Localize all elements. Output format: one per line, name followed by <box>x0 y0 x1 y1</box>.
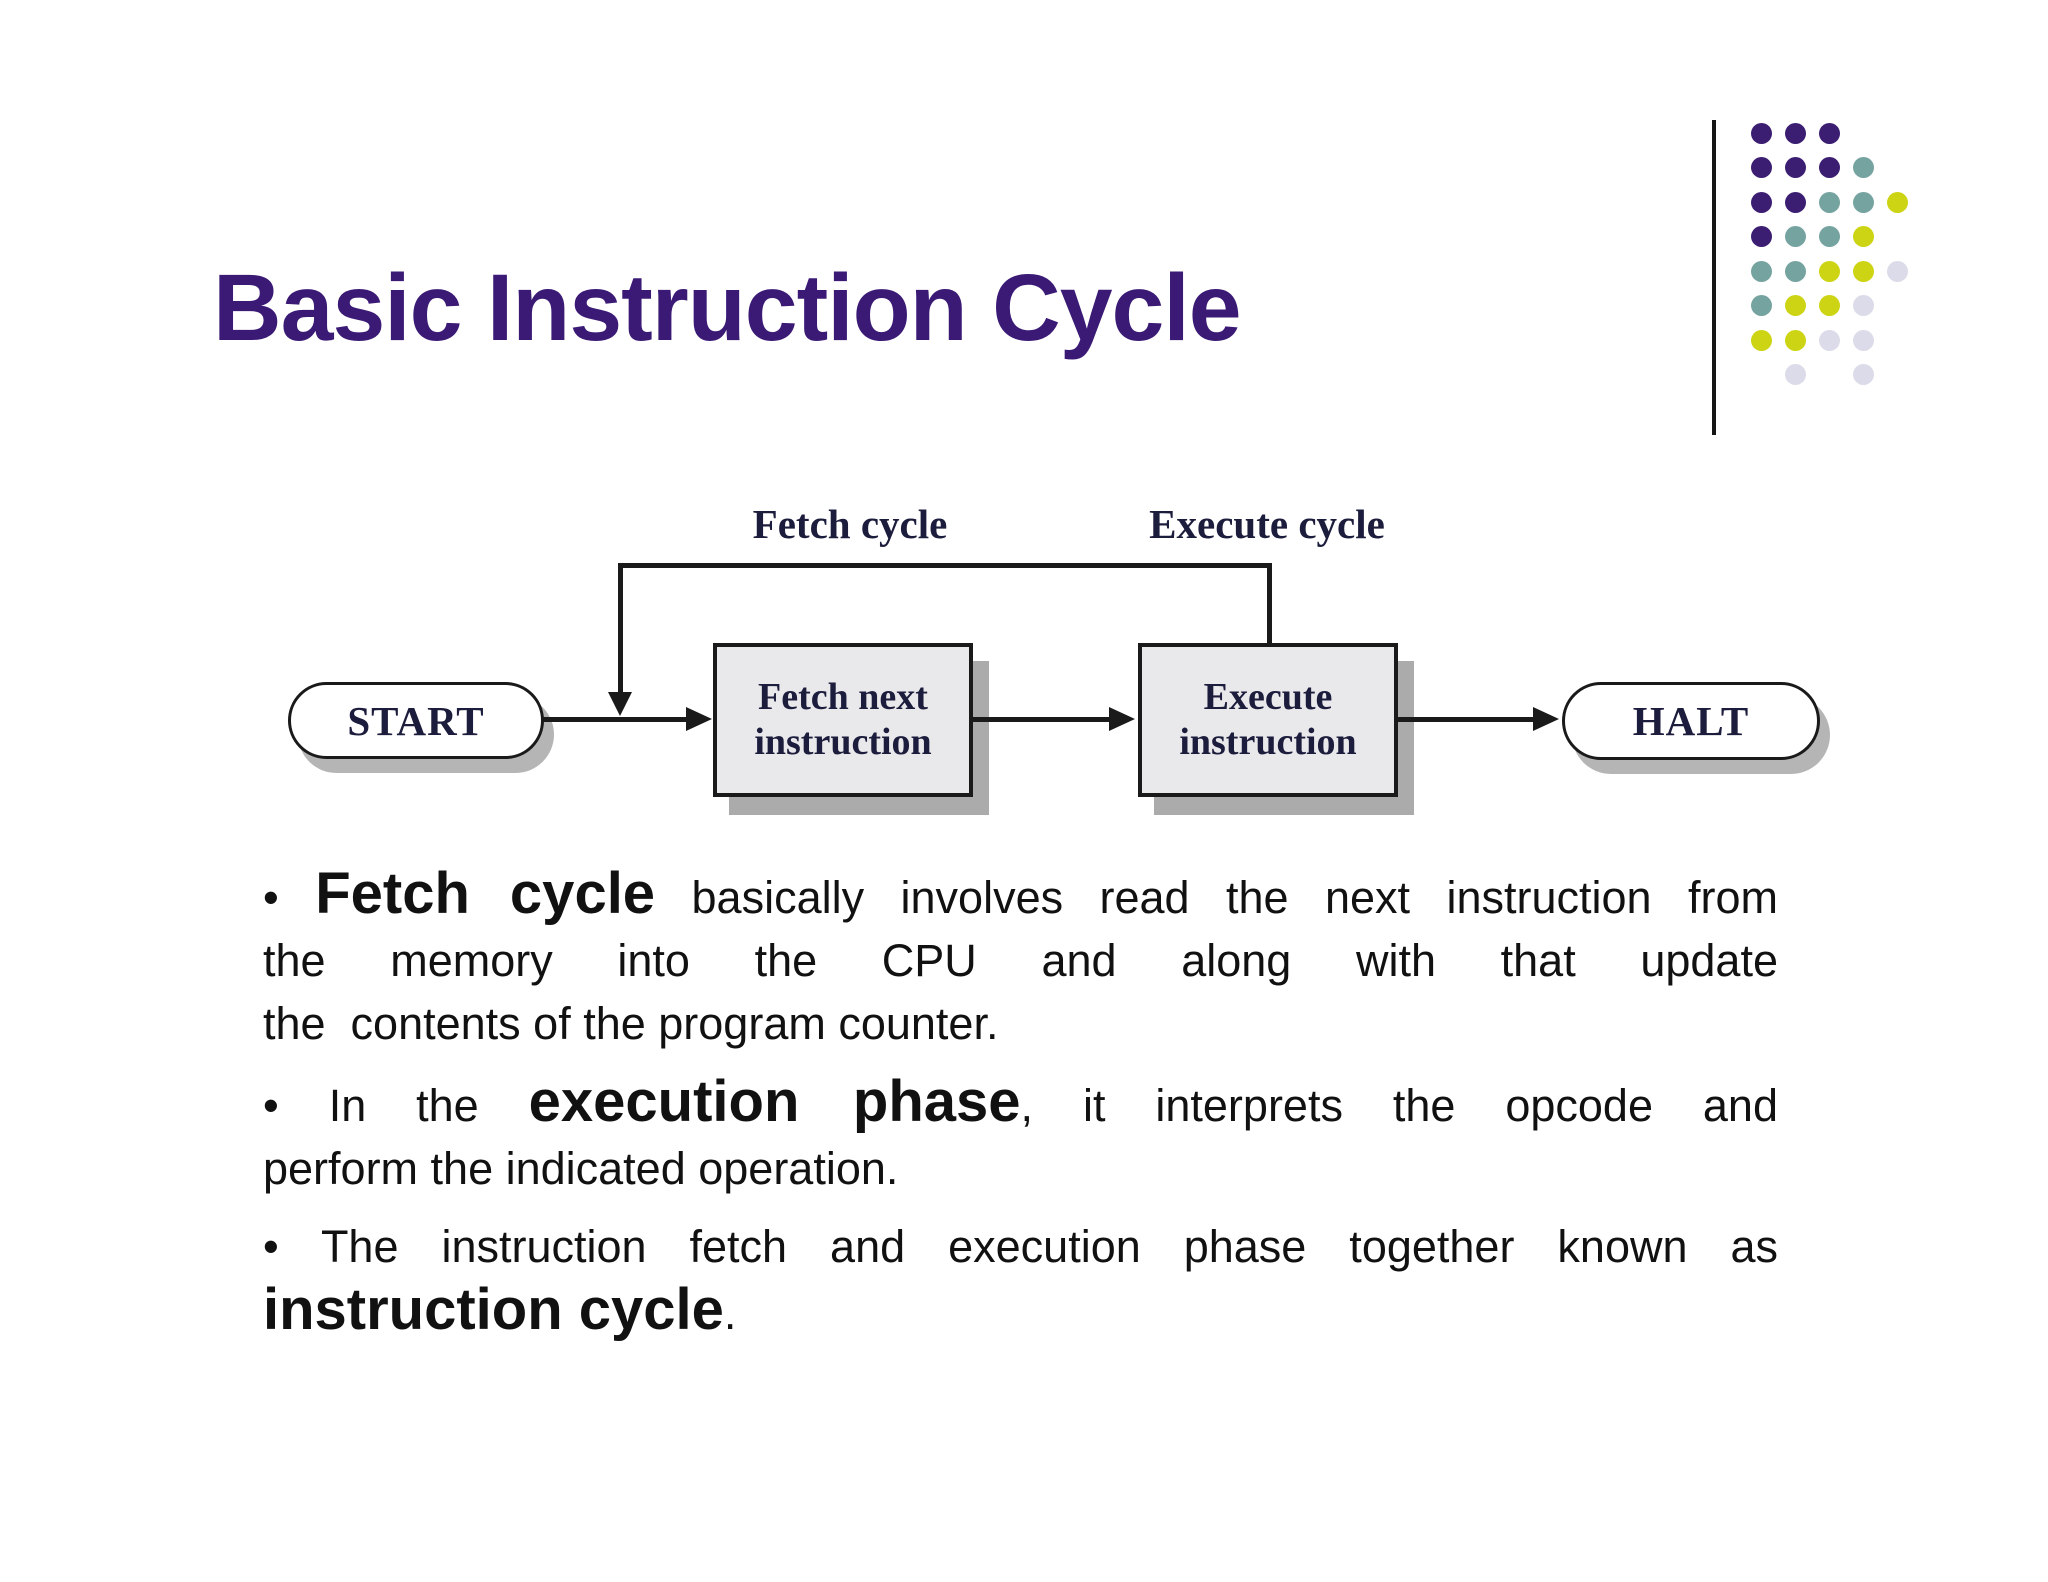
text-run: the contents of the program counter. <box>263 998 999 1049</box>
text-line: instruction cycle. <box>263 1278 1778 1345</box>
feedback-line-top <box>618 563 1272 568</box>
bullet-marker: • <box>263 1080 279 1131</box>
decor-dot <box>1852 295 1874 316</box>
halt-node-label: HALT <box>1632 698 1750 744</box>
decor-dot <box>1852 260 1874 282</box>
text-line: the contents of the program counter. <box>263 992 1778 1055</box>
decor-dot <box>1784 226 1806 247</box>
text-line: the memory into the CPU and along with t… <box>263 929 1778 992</box>
decor-dot <box>1852 191 1874 213</box>
decor-dot <box>1750 157 1772 178</box>
decor-dot <box>1750 295 1772 316</box>
text-line: perform the indicated operation. <box>263 1137 1778 1200</box>
fetch-box-line1: Fetch next <box>758 676 928 718</box>
text-run: . <box>723 1288 737 1339</box>
text-run: basically involves read the next instruc… <box>691 872 1778 923</box>
decor-dot <box>1784 157 1806 178</box>
text-line: • The instruction fetch and execution ph… <box>263 1215 1778 1278</box>
decor-dot <box>1750 329 1772 351</box>
decor-dot <box>1784 329 1806 351</box>
arrow-fetch-to-execute-line <box>973 717 1111 722</box>
term-instruction-cycle: instruction cycle <box>263 1277 724 1342</box>
decor-dot <box>1852 226 1874 247</box>
arrow-start-to-fetch-line <box>542 717 688 722</box>
term-fetch-cycle: Fetch cycle <box>315 861 656 926</box>
start-node: START <box>288 682 544 759</box>
text-line: • Fetch cycle basically involves read th… <box>263 862 1778 929</box>
decor-dot <box>1852 364 1874 385</box>
paragraph-fetch-cycle: • Fetch cycle basically involves read th… <box>263 862 1778 1055</box>
page-title: Basic Instruction Cycle <box>213 255 1242 361</box>
bullet-text-block: • Fetch cycle basically involves read th… <box>263 862 1778 1360</box>
arrow-fetch-to-execute-head-icon <box>1109 707 1135 731</box>
execute-box-line2: instruction <box>1179 721 1357 763</box>
fetch-cycle-label: Fetch cycle <box>752 501 948 547</box>
execute-cycle-label: Execute cycle <box>1149 501 1385 547</box>
decor-dot <box>1818 122 1840 144</box>
decor-dot <box>1818 329 1840 351</box>
arrow-execute-to-halt-head-icon <box>1533 707 1559 731</box>
text-run: perform the indicated operation. <box>263 1143 899 1194</box>
decor-dot <box>1784 295 1806 316</box>
decor-dot <box>1818 295 1840 316</box>
decor-dot <box>1750 191 1772 213</box>
fetch-box-line2: instruction <box>754 721 932 763</box>
fetch-instruction-box: Fetch next instruction <box>713 643 973 797</box>
decor-dot <box>1750 226 1772 247</box>
text-line: • In the execution phase, it interprets … <box>263 1070 1778 1137</box>
text-run: In the <box>328 1080 479 1131</box>
decor-dot <box>1784 364 1806 385</box>
text-run: The instruction fetch and execution phas… <box>320 1221 1778 1272</box>
decor-dot <box>1750 260 1772 282</box>
decor-dot <box>1750 122 1772 144</box>
paragraph-instruction-cycle: • The instruction fetch and execution ph… <box>263 1215 1778 1345</box>
arrow-start-to-fetch-head-icon <box>686 707 712 731</box>
decor-dot <box>1852 329 1874 351</box>
decor-vertical-line <box>1712 120 1716 435</box>
decor-dot <box>1818 191 1840 213</box>
decor-dot <box>1818 260 1840 282</box>
decor-dot <box>1784 122 1806 144</box>
bullet-marker: • <box>263 872 279 923</box>
execute-instruction-box: Execute instruction <box>1138 643 1398 797</box>
feedback-arrowhead-down-icon <box>608 692 632 716</box>
start-node-label: START <box>347 697 485 744</box>
bullet-marker: • <box>263 1221 279 1272</box>
decor-dot <box>1784 191 1806 213</box>
decor-dot <box>1818 157 1840 178</box>
decor-dot <box>1886 260 1908 282</box>
halt-node: HALT <box>1562 682 1820 760</box>
decor-dot <box>1818 226 1840 247</box>
arrow-execute-to-halt-line <box>1397 717 1535 722</box>
paragraph-execution-phase: • In the execution phase, it interprets … <box>263 1070 1778 1200</box>
term-execution-phase: execution phase <box>528 1069 1021 1134</box>
feedback-line-right <box>1267 563 1272 647</box>
decor-dot <box>1886 191 1908 213</box>
decor-dot <box>1784 260 1806 282</box>
feedback-line-left <box>618 563 623 695</box>
text-run: the memory into the CPU and along with t… <box>263 935 1778 986</box>
decor-dot <box>1852 157 1874 178</box>
text-run: , it interprets the opcode and <box>1020 1080 1778 1131</box>
execute-box-line1: Execute <box>1203 676 1333 718</box>
